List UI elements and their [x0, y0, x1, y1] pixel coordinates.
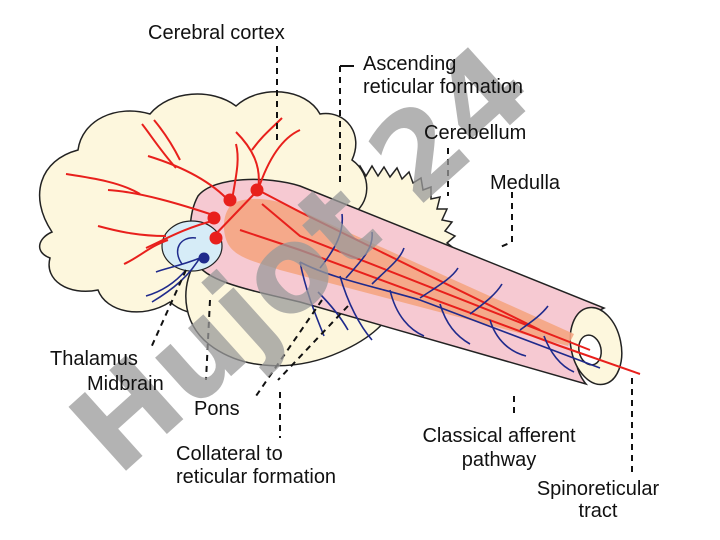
label-collateral-line2: reticular formation — [176, 466, 337, 488]
label-classical-afferent-line1: Classical afferent — [422, 425, 576, 447]
label-midbrain: Midbrain — [87, 373, 164, 395]
label-ascending-reticular-formation-line1: Ascending — [363, 53, 457, 75]
nuclei — [198, 183, 264, 264]
label-cerebral-cortex: Cerebral cortex — [148, 22, 285, 44]
label-thalamus: Thalamus — [50, 348, 138, 370]
label-spinoreticular-line2: tract — [578, 500, 618, 522]
label-ascending-reticular-formation-line2: reticular formation — [363, 76, 524, 98]
label-pons: Pons — [194, 398, 240, 420]
thalamus-inner — [176, 237, 197, 265]
label-spinoreticular-line1: Spinoreticular — [536, 478, 660, 500]
collateral-pathways — [145, 213, 601, 373]
leader-lines — [149, 46, 633, 476]
label-collateral-line1: Collateral to — [176, 443, 283, 465]
label-classical-afferent-line2: pathway — [461, 449, 537, 471]
label-medulla: Medulla — [490, 172, 561, 194]
classical-afferent-pathways — [65, 117, 641, 375]
label-cerebellum: Cerebellum — [424, 122, 527, 144]
